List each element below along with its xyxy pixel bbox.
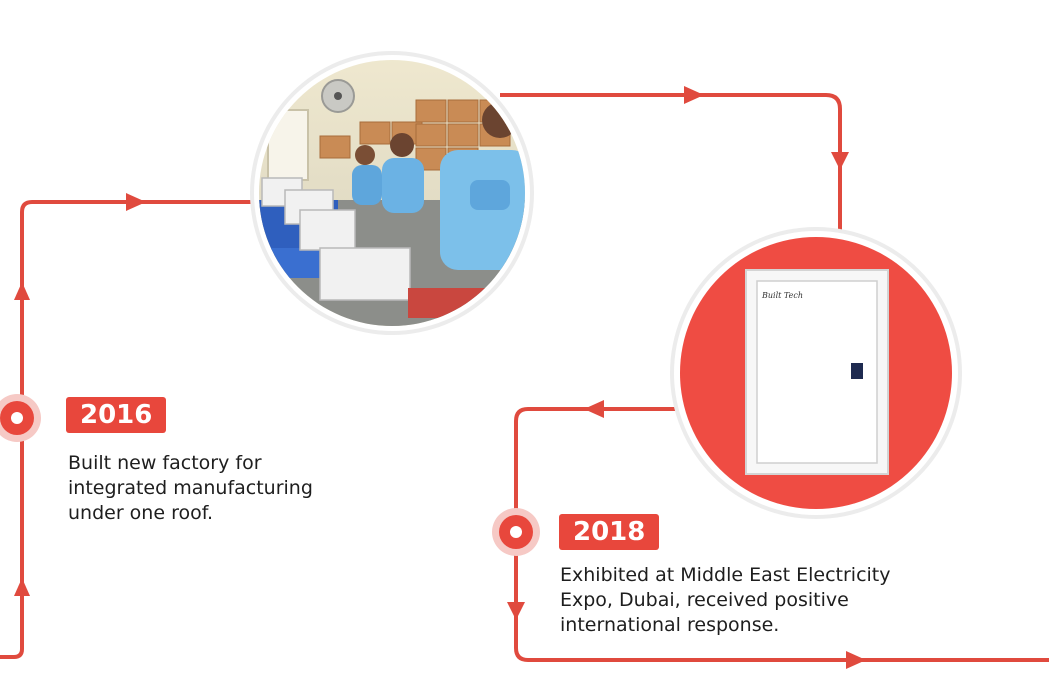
description-line: Expo, Dubai, received positive bbox=[560, 589, 849, 611]
milestone-description-2016: Built new factory for integrated manufac… bbox=[68, 451, 313, 526]
arrow-left-icon bbox=[584, 400, 604, 418]
arrow-down-icon bbox=[507, 602, 525, 620]
factory-photo bbox=[250, 51, 534, 335]
description-line: international response. bbox=[560, 614, 780, 636]
description-line: Built new factory for bbox=[68, 452, 262, 474]
milestone-marker-2016 bbox=[0, 394, 41, 442]
arrow-right-icon bbox=[684, 86, 704, 104]
direction-arrows bbox=[14, 86, 866, 669]
year-badge-2016: 2016 bbox=[66, 397, 167, 433]
distribution-board-photo: Built Tech bbox=[670, 227, 962, 519]
arrow-up-icon bbox=[14, 578, 30, 596]
arrow-up-icon bbox=[14, 282, 30, 300]
board-brand-logo: Built Tech bbox=[761, 291, 803, 300]
arrow-right-icon bbox=[126, 193, 146, 211]
description-line: Exhibited at Middle East Electricity bbox=[560, 564, 891, 586]
description-line: integrated manufacturing bbox=[68, 477, 313, 499]
milestone-marker-2018 bbox=[492, 508, 540, 556]
year-badge-2018: 2018 bbox=[559, 514, 660, 550]
milestone-description-2018: Exhibited at Middle East Electricity Exp… bbox=[560, 563, 891, 638]
arrow-right-icon bbox=[846, 651, 866, 669]
description-line: under one roof. bbox=[68, 502, 214, 524]
arrow-down-icon bbox=[831, 152, 849, 170]
